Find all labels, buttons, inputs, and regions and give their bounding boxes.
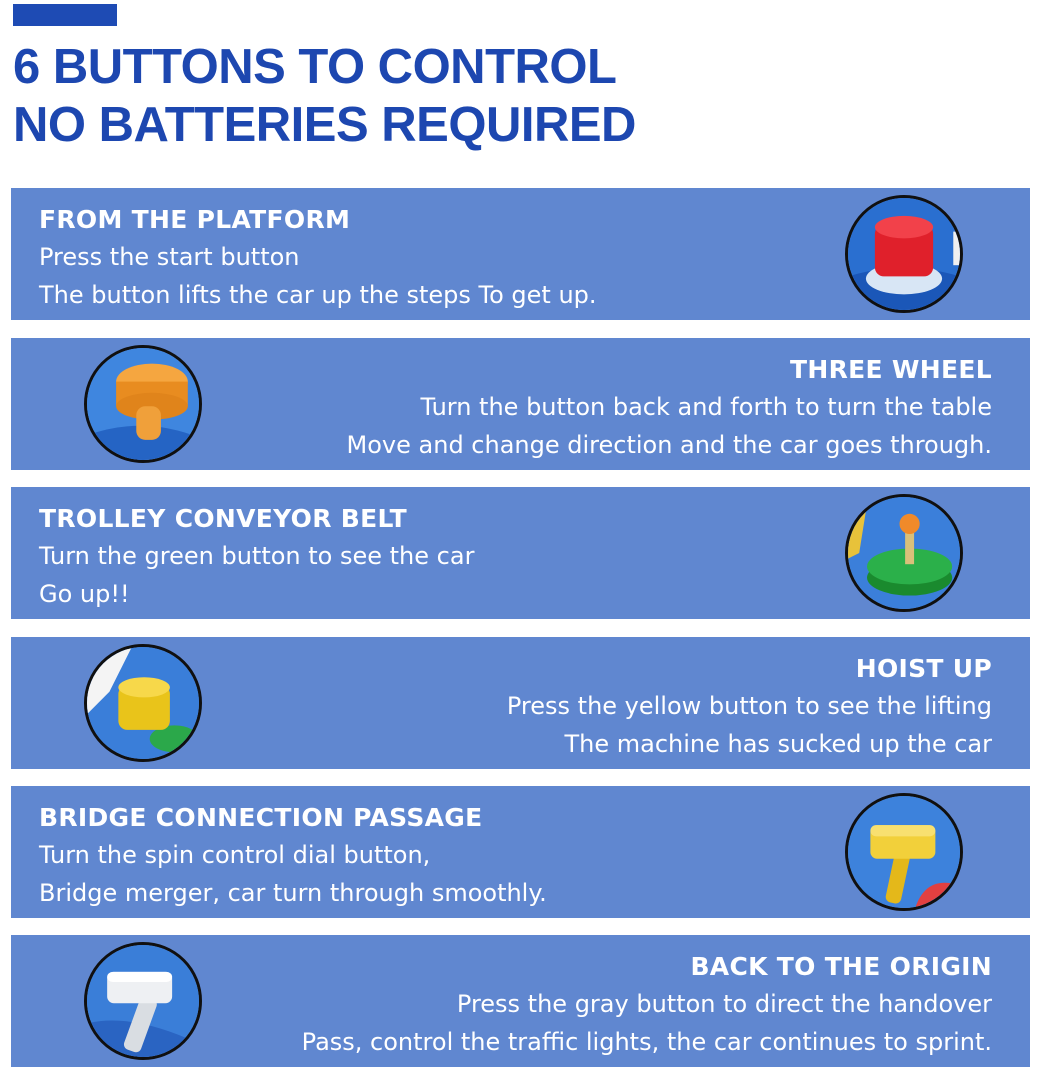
green-dial-icon	[845, 494, 963, 612]
panel-title: HOIST UP	[855, 654, 992, 683]
feature-panel-conveyor: TROLLEY CONVEYOR BELT Turn the green but…	[11, 487, 1030, 619]
orange-knob-icon	[84, 345, 202, 463]
feature-panel-three-wheel: THREE WHEEL Turn the button back and for…	[11, 338, 1030, 470]
yellow-lever-icon	[845, 793, 963, 911]
headline: 6 BUTTONS TO CONTROL NO BATTERIES REQUIR…	[13, 38, 636, 154]
accent-bar	[13, 4, 117, 26]
panel-line: Turn the button back and forth to turn t…	[420, 393, 992, 421]
headline-line-1: 6 BUTTONS TO CONTROL	[13, 40, 617, 94]
headline-line-2: NO BATTERIES REQUIRED	[13, 98, 636, 152]
panel-line: The machine has sucked up the car	[564, 730, 992, 758]
panel-title: THREE WHEEL	[790, 355, 992, 384]
panel-title: TROLLEY CONVEYOR BELT	[39, 504, 407, 533]
panel-text: TROLLEY CONVEYOR BELT Turn the green but…	[39, 501, 474, 613]
panel-text: BRIDGE CONNECTION PASSAGE Turn the spin …	[39, 800, 547, 912]
feature-panel-platform: FROM THE PLATFORM Press the start button…	[11, 188, 1030, 320]
panel-line: Turn the spin control dial button,	[39, 841, 431, 869]
panel-text: BACK TO THE ORIGIN Press the gray button…	[302, 949, 992, 1061]
panel-line: Go up!!	[39, 580, 130, 608]
panel-line: Move and change direction and the car go…	[346, 431, 992, 459]
panel-line: Press the start button	[39, 243, 300, 271]
red-button-icon	[845, 195, 963, 313]
panel-line: The button lifts the car up the steps To…	[39, 281, 597, 309]
panel-title: BACK TO THE ORIGIN	[690, 952, 992, 981]
panel-text: FROM THE PLATFORM Press the start button…	[39, 202, 597, 314]
panel-title: FROM THE PLATFORM	[39, 205, 351, 234]
feature-panel-hoist: HOIST UP Press the yellow button to see …	[11, 637, 1030, 769]
panel-line: Pass, control the traffic lights, the ca…	[301, 1028, 992, 1056]
panel-text: THREE WHEEL Turn the button back and for…	[347, 352, 992, 464]
feature-panel-bridge: BRIDGE CONNECTION PASSAGE Turn the spin …	[11, 786, 1030, 918]
panel-line: Press the yellow button to see the lifti…	[506, 692, 992, 720]
panel-line: Press the gray button to direct the hand…	[456, 990, 992, 1018]
panel-title: BRIDGE CONNECTION PASSAGE	[39, 803, 483, 832]
panel-line: Turn the green button to see the car	[39, 542, 475, 570]
gray-lever-icon	[84, 942, 202, 1060]
panel-line: Bridge merger, car turn through smoothly…	[39, 879, 547, 907]
panel-text: HOIST UP Press the yellow button to see …	[507, 651, 992, 763]
yellow-button-icon	[84, 644, 202, 762]
feature-panel-origin: BACK TO THE ORIGIN Press the gray button…	[11, 935, 1030, 1067]
